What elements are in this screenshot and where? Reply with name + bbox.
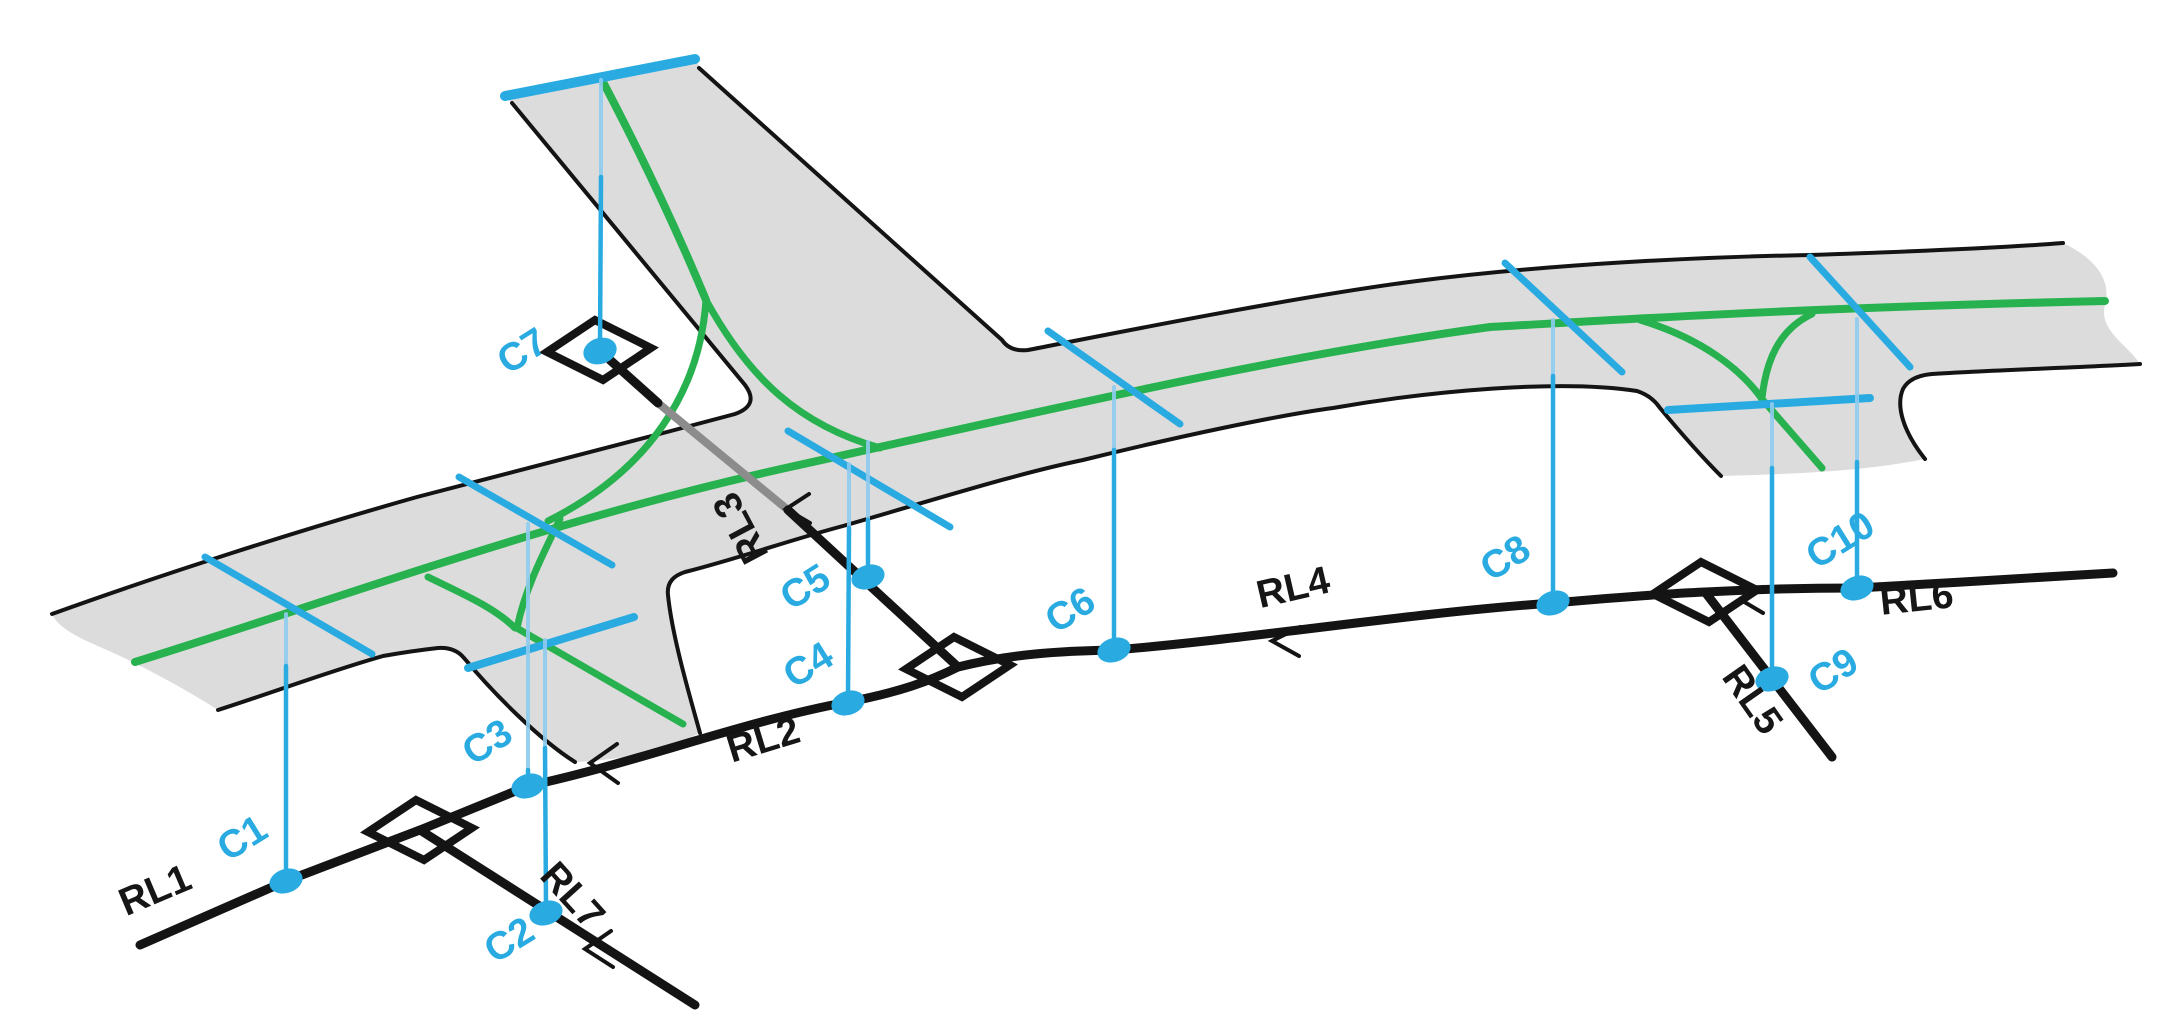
label-rl1: RL1 [113, 856, 198, 924]
label-rl4: RL4 [1252, 559, 1334, 618]
refline-rl3-lower [783, 505, 963, 672]
junction-marker-rl4-rl5 [1645, 557, 1765, 627]
label-c10: C10 [1799, 503, 1882, 577]
point-dot-c4 [831, 690, 865, 716]
point-dot-c1 [269, 868, 303, 894]
label-c5: C5 [773, 556, 838, 619]
drop-line-c4 [845, 525, 852, 699]
label-c9: C9 [1801, 640, 1866, 703]
label-c3: C3 [455, 711, 520, 774]
point-dot-c8 [1536, 590, 1570, 616]
cross-section-line-c2 [464, 613, 638, 672]
refline-rl3-hidden-segment [655, 399, 791, 514]
fillet-stub2-east [1758, 310, 1816, 402]
label-c4: C4 [776, 634, 841, 697]
point-dot-c9 [1755, 666, 1789, 692]
point-dot-c3 [511, 773, 545, 799]
label-c7: C7 [490, 320, 555, 383]
cross-section-line-c9 [1664, 394, 1874, 414]
label-c1: C1 [210, 807, 275, 870]
centerline-north-branch [598, 76, 710, 304]
cross-section-line-c1 [201, 553, 376, 658]
point-dot-c6 [1097, 637, 1131, 663]
junction-marker-c7 [539, 315, 659, 385]
label-rl2: RL2 [722, 709, 805, 772]
cross-section-line-branch-end [500, 54, 700, 101]
road-edge-branch-right-and-top [697, 66, 2065, 353]
cross-section-line-c10 [1806, 253, 1914, 371]
point-dot-c7 [583, 337, 617, 365]
point-dot-c10 [1840, 575, 1874, 601]
tick-rl7 [581, 929, 615, 969]
road-surface [52, 60, 2140, 762]
fillet-stub2-west [1636, 316, 1766, 403]
junction-marker-rl1-rl7 [360, 795, 480, 865]
fillet-branch-west [544, 296, 710, 525]
point-dot-c2 [529, 900, 563, 926]
cross-section-line-c8 [1501, 259, 1626, 376]
road-edge-bottom-left [216, 645, 577, 764]
junction-marker-rl2-rl3 [898, 632, 1018, 702]
label-c8: C8 [1473, 527, 1538, 590]
road-edge-stub1-right-bottom-mid [665, 384, 1723, 735]
label-rl6: RL6 [1878, 573, 1956, 623]
road-edge-top-left [50, 101, 753, 616]
tick-rl4 [1267, 625, 1302, 658]
fillet-stub1-west [424, 573, 519, 632]
tick-rl3 [782, 492, 812, 525]
tick-rl2 [586, 742, 620, 785]
cross-section-line-c6 [1044, 327, 1184, 428]
cross-section-line-c3 [455, 473, 616, 569]
drop-line-c2 [542, 745, 549, 909]
label-c6: C6 [1038, 579, 1103, 642]
point-dot-c5 [851, 564, 885, 590]
centerline-main-road [131, 297, 2109, 666]
fillet-branch-east [702, 296, 884, 452]
drop-line-c7 [597, 174, 604, 349]
road-edge-stub2-right-bottom-right [1898, 362, 2142, 461]
